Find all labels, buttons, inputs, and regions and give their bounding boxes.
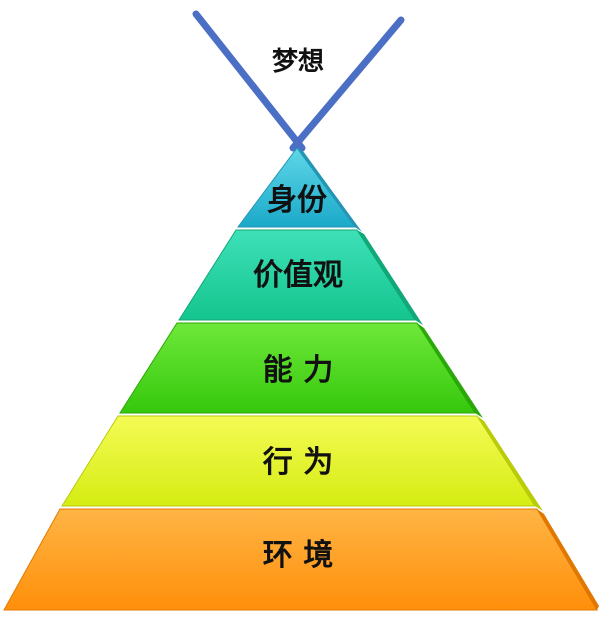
level-edge-right	[357, 230, 423, 325]
level-edge-right	[477, 416, 543, 511]
level-edge-right	[297, 148, 362, 232]
level-label-capability: 能 力	[263, 353, 333, 388]
dream-line-left	[192, 10, 306, 152]
pyramid-level-identity: 身份	[237, 147, 362, 232]
pyramid-level-environment: 环 境	[3, 508, 599, 611]
level-label-identity: 身份	[267, 183, 327, 218]
level-edge-right	[537, 509, 599, 610]
level-label-values: 价值观	[253, 258, 343, 293]
dream-label: 梦想	[272, 47, 324, 77]
level-edge-right	[417, 323, 483, 418]
level-label-environment: 环 境	[263, 538, 333, 573]
level-label-behavior: 行 为	[262, 445, 333, 480]
pyramid-level-capability: 能 力	[119, 322, 483, 418]
dream-cross-lines	[192, 10, 405, 152]
pyramid-level-values: 价值观	[178, 229, 423, 325]
pyramid-level-behavior: 行 为	[61, 415, 543, 511]
dream-line-right	[289, 16, 405, 152]
pyramid: 身份 价值观 能 力 行 为 环 境	[3, 147, 599, 611]
